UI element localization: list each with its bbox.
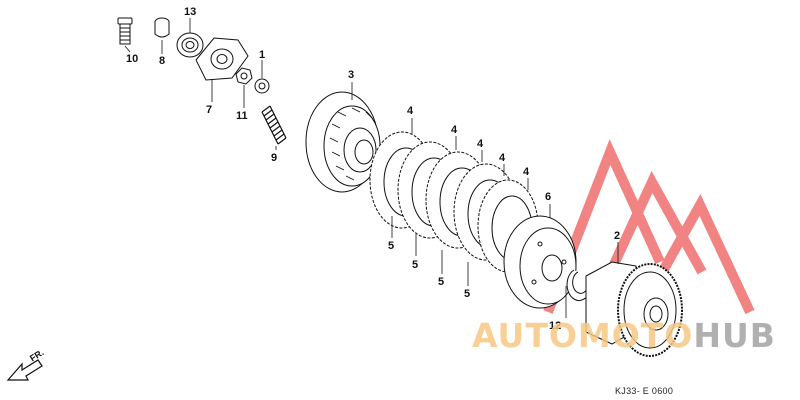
callout-4-b: 4 (451, 124, 458, 136)
callout-1: 1 (259, 49, 266, 61)
part-12-snap-ring (566, 269, 592, 301)
callout-12: 12 (549, 320, 562, 332)
callout-5-b: 5 (412, 259, 419, 271)
part-6-clutch-center (503, 215, 577, 309)
callout-5-c: 5 (438, 276, 445, 288)
callout-11: 11 (236, 110, 248, 122)
callout-9: 9 (271, 152, 278, 164)
part-2-clutch-outer (585, 261, 683, 357)
callout-4-c: 4 (477, 138, 484, 150)
callout-2: 2 (614, 230, 621, 242)
callout-6: 6 (545, 191, 552, 203)
part-11-lock-nut (235, 67, 253, 85)
part-1-washer (254, 78, 270, 94)
callout-5-d: 5 (464, 288, 471, 300)
part-10-bolt (117, 17, 133, 45)
callout-5-a: 5 (388, 240, 395, 252)
callout-4-a: 4 (407, 105, 414, 117)
watermark-text: AUTOMOTOHUB (472, 316, 776, 355)
part-9-spring (261, 105, 287, 145)
callout-13: 13 (184, 6, 197, 18)
callout-3: 3 (348, 69, 355, 81)
callout-10: 10 (126, 53, 139, 65)
drawing-code: KJ33- E 0600 (615, 386, 674, 396)
part-7-lifter-plate (195, 37, 249, 81)
front-arrow-icon (6, 359, 43, 381)
part-4-friction-discs (369, 131, 539, 273)
part-8-collar (154, 17, 170, 38)
callout-7: 7 (206, 104, 213, 116)
callout-4-e: 4 (523, 166, 530, 178)
callout-4-d: 4 (499, 152, 506, 164)
callout-8: 8 (159, 55, 166, 67)
part-13-bearing (176, 32, 204, 58)
part-3-pressure-plate (305, 91, 381, 193)
leader-lines (124, 18, 619, 318)
